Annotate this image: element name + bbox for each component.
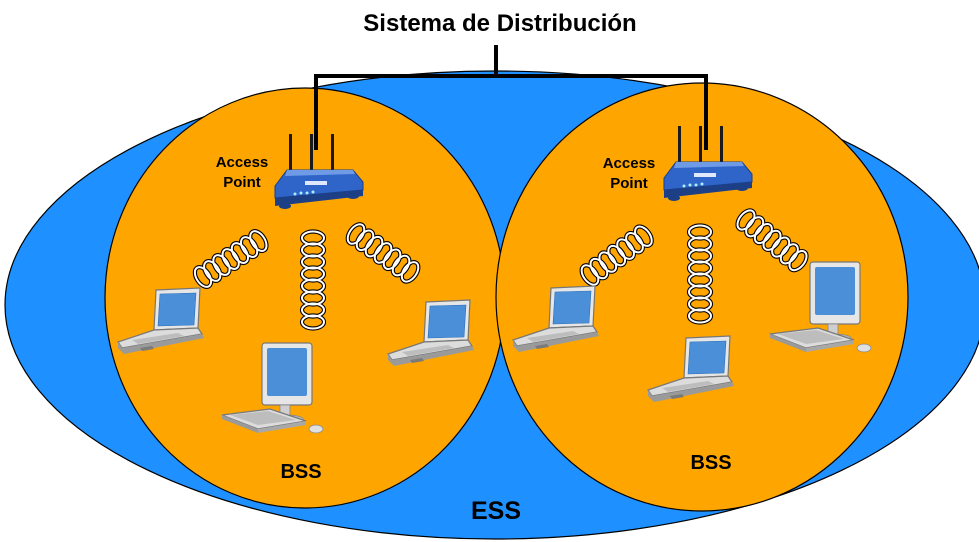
bss-left-label: BSS [280,461,321,483]
radio-wave-icon [689,226,711,323]
bss-left: Access Point BSS [117,133,475,483]
ess-label: ESS [471,497,521,525]
access-point-label-line2: Point [223,174,261,191]
bss-right: Access Point BSS [512,125,872,474]
access-point-label-line1: Access [603,155,656,172]
diagram-title: Sistema de Distribución [363,10,636,37]
distribution-system-wire [314,45,708,150]
radio-wave-icon [302,232,324,329]
access-point-label-line2: Point [610,175,648,192]
access-point-label-line1: Access [216,154,269,171]
bss-right-label: BSS [690,452,731,474]
